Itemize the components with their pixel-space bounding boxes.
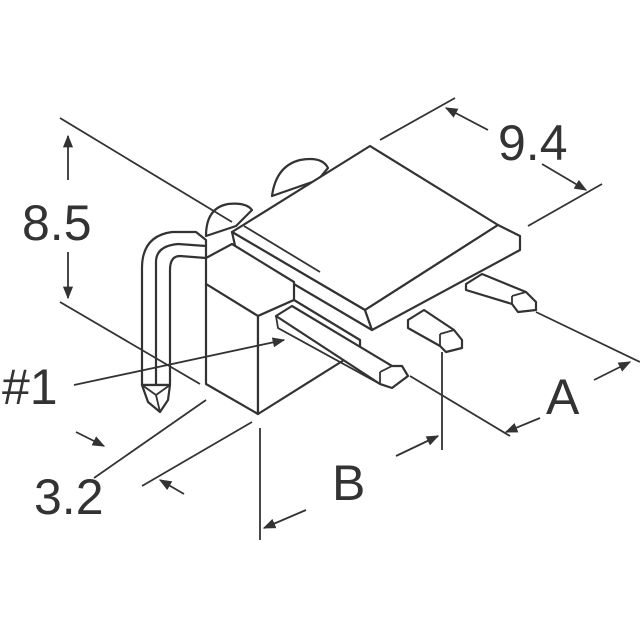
label-dim-b: B [332,455,366,511]
dimension-pin-offset [75,399,253,495]
label-pin-offset: 3.2 [34,469,104,525]
bent-pin [140,230,208,414]
dimension-height [59,117,233,385]
label-pin1: #1 [2,359,58,415]
dimension-a [409,311,640,437]
connector-body [204,144,522,416]
pin1-leader [73,337,286,386]
label-depth: 9.4 [498,115,568,171]
label-height: 8.5 [22,195,92,251]
dimension-b [259,352,443,540]
label-dim-a: A [546,369,580,425]
horizontal-pins [274,272,538,390]
dimension-depth [379,97,603,227]
